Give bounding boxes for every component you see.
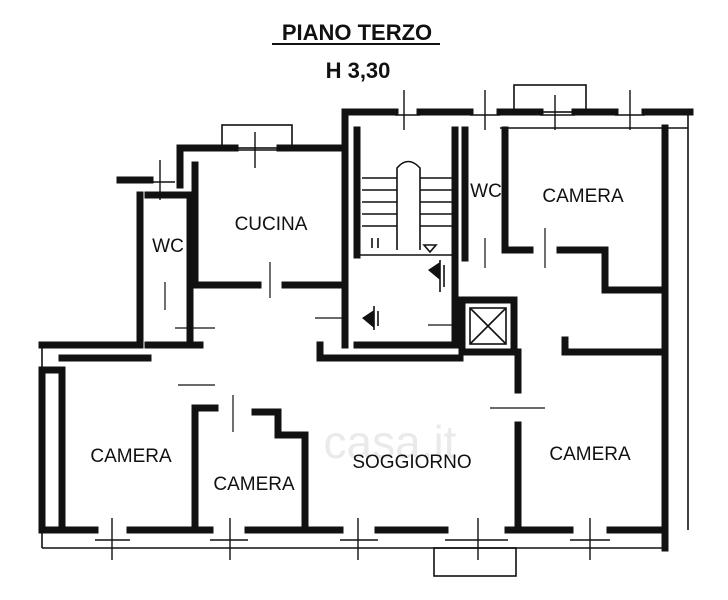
room-label-camera-small: CAMERA xyxy=(213,474,295,495)
room-label-wc-right: WC xyxy=(470,181,502,202)
staircase xyxy=(360,160,455,256)
room-label-soggiorno: SOGGIORNO xyxy=(352,452,471,473)
room-label-camera-left: CAMERA xyxy=(90,446,172,467)
room-label-wc-left: WC xyxy=(152,236,184,257)
outer-walls xyxy=(38,108,694,552)
interior-walls xyxy=(58,126,669,534)
ceiling-height: H 3,30 xyxy=(326,58,391,83)
radiator-icon xyxy=(362,260,445,330)
watermark: casa.it xyxy=(324,416,457,468)
window-marks xyxy=(95,90,645,560)
plan-title: PIANO TERZO xyxy=(282,20,432,45)
room-label-cucina: CUCINA xyxy=(235,214,308,235)
balconies xyxy=(221,84,587,577)
lift-icon xyxy=(469,307,507,345)
room-label-camera-top-right: CAMERA xyxy=(542,186,624,207)
room-label-camera-right: CAMERA xyxy=(549,444,631,465)
door-marks xyxy=(164,228,546,432)
